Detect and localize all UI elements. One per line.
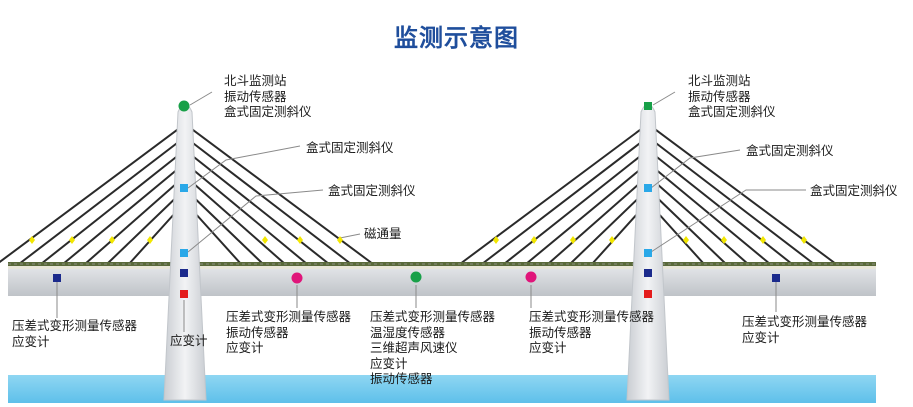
label-right-cable-1: 盒式固定测斜仪 xyxy=(746,143,834,158)
label-right-deck: 压差式变形测量传感器应变计 xyxy=(742,314,868,345)
label-left-deck: 压差式变形测量传感器应变计 xyxy=(12,318,138,349)
flux-sensor-marker xyxy=(69,236,75,244)
stay-cable xyxy=(184,188,264,265)
label-center: 压差式变形测量传感器温湿度传感器三维超声风速仪应变计振动传感器 xyxy=(370,309,496,386)
flux-sensor-marker xyxy=(531,236,537,244)
flux-sensor-marker xyxy=(297,236,303,244)
stay-cable xyxy=(18,136,186,265)
flux-sensor-marker xyxy=(683,236,689,244)
label-left-tower-base: 应变计 xyxy=(170,333,208,348)
strain-gauge-marker xyxy=(180,290,188,298)
label-left-cable-2: 盒式固定测斜仪 xyxy=(328,183,416,198)
stay-cable xyxy=(647,175,749,265)
stay-cable xyxy=(84,175,186,265)
label-left-tower-top: 北斗监测站振动传感器盒式固定测斜仪 xyxy=(224,73,312,119)
stay-cable xyxy=(547,175,649,265)
label-mid-right: 压差式变形测量传感器振动传感器应变计 xyxy=(529,309,655,355)
label-right-cable-2: 盒式固定测斜仪 xyxy=(810,183,898,198)
flux-sensor-marker xyxy=(721,236,727,244)
stay-cable xyxy=(0,123,186,264)
water xyxy=(8,375,876,403)
deformation-sensor-marker xyxy=(53,274,61,282)
label-left-cable-1: 盒式固定测斜仪 xyxy=(306,140,394,155)
stay-cable xyxy=(184,149,330,265)
bridge-deck xyxy=(8,262,876,296)
flux-sensor-marker xyxy=(147,236,153,244)
deformation-sensor-marker xyxy=(772,274,780,282)
stay-cable xyxy=(184,162,308,265)
stay-cable xyxy=(503,149,649,265)
weather-sensor-marker xyxy=(410,271,422,283)
stay-cable xyxy=(184,175,286,265)
flux-sensor-marker xyxy=(109,236,115,244)
flux-sensor-marker xyxy=(29,236,35,244)
stay-cable xyxy=(481,136,649,265)
deformation-sensor-marker xyxy=(644,269,652,277)
vibration-sensor-marker xyxy=(291,272,303,284)
sensor-markers xyxy=(29,100,807,298)
inclinometer-marker xyxy=(180,249,188,257)
flux-sensor-marker xyxy=(609,236,615,244)
stay-cable xyxy=(459,123,649,265)
beidou-station-marker xyxy=(178,100,190,112)
inclinometer-marker xyxy=(644,249,652,257)
inclinometer-marker xyxy=(180,184,188,192)
stay-cable xyxy=(184,136,352,265)
flux-sensor-marker xyxy=(493,236,499,244)
flux-sensor-marker xyxy=(570,236,576,244)
flux-sensor-marker xyxy=(760,236,766,244)
flux-sensor-marker xyxy=(262,236,268,244)
label-left-flux: 磁通量 xyxy=(364,226,402,241)
stay-cable xyxy=(62,162,186,265)
flux-sensor-marker xyxy=(801,236,807,244)
strain-gauge-marker xyxy=(644,290,652,298)
leader-lines xyxy=(56,91,806,332)
stay-cable xyxy=(40,149,186,265)
stay-cable xyxy=(647,136,815,265)
stay-cable xyxy=(525,162,649,265)
label-mid-left: 压差式变形测量传感器振动传感器应变计 xyxy=(226,309,352,355)
vibration-sensor-marker xyxy=(525,271,537,283)
stay-cable xyxy=(106,188,186,265)
stay-cable xyxy=(647,162,771,265)
stay-cable xyxy=(647,188,727,265)
stay-cable xyxy=(569,188,649,265)
page-title: 监测示意图 xyxy=(394,24,519,52)
flux-sensor-marker xyxy=(337,236,343,244)
beidou-station-marker xyxy=(644,102,652,110)
inclinometer-marker xyxy=(644,184,652,192)
stay-cables xyxy=(0,123,837,265)
label-right-tower-top: 北斗监测站振动传感器盒式固定测斜仪 xyxy=(688,73,776,119)
deformation-sensor-marker xyxy=(180,269,188,277)
